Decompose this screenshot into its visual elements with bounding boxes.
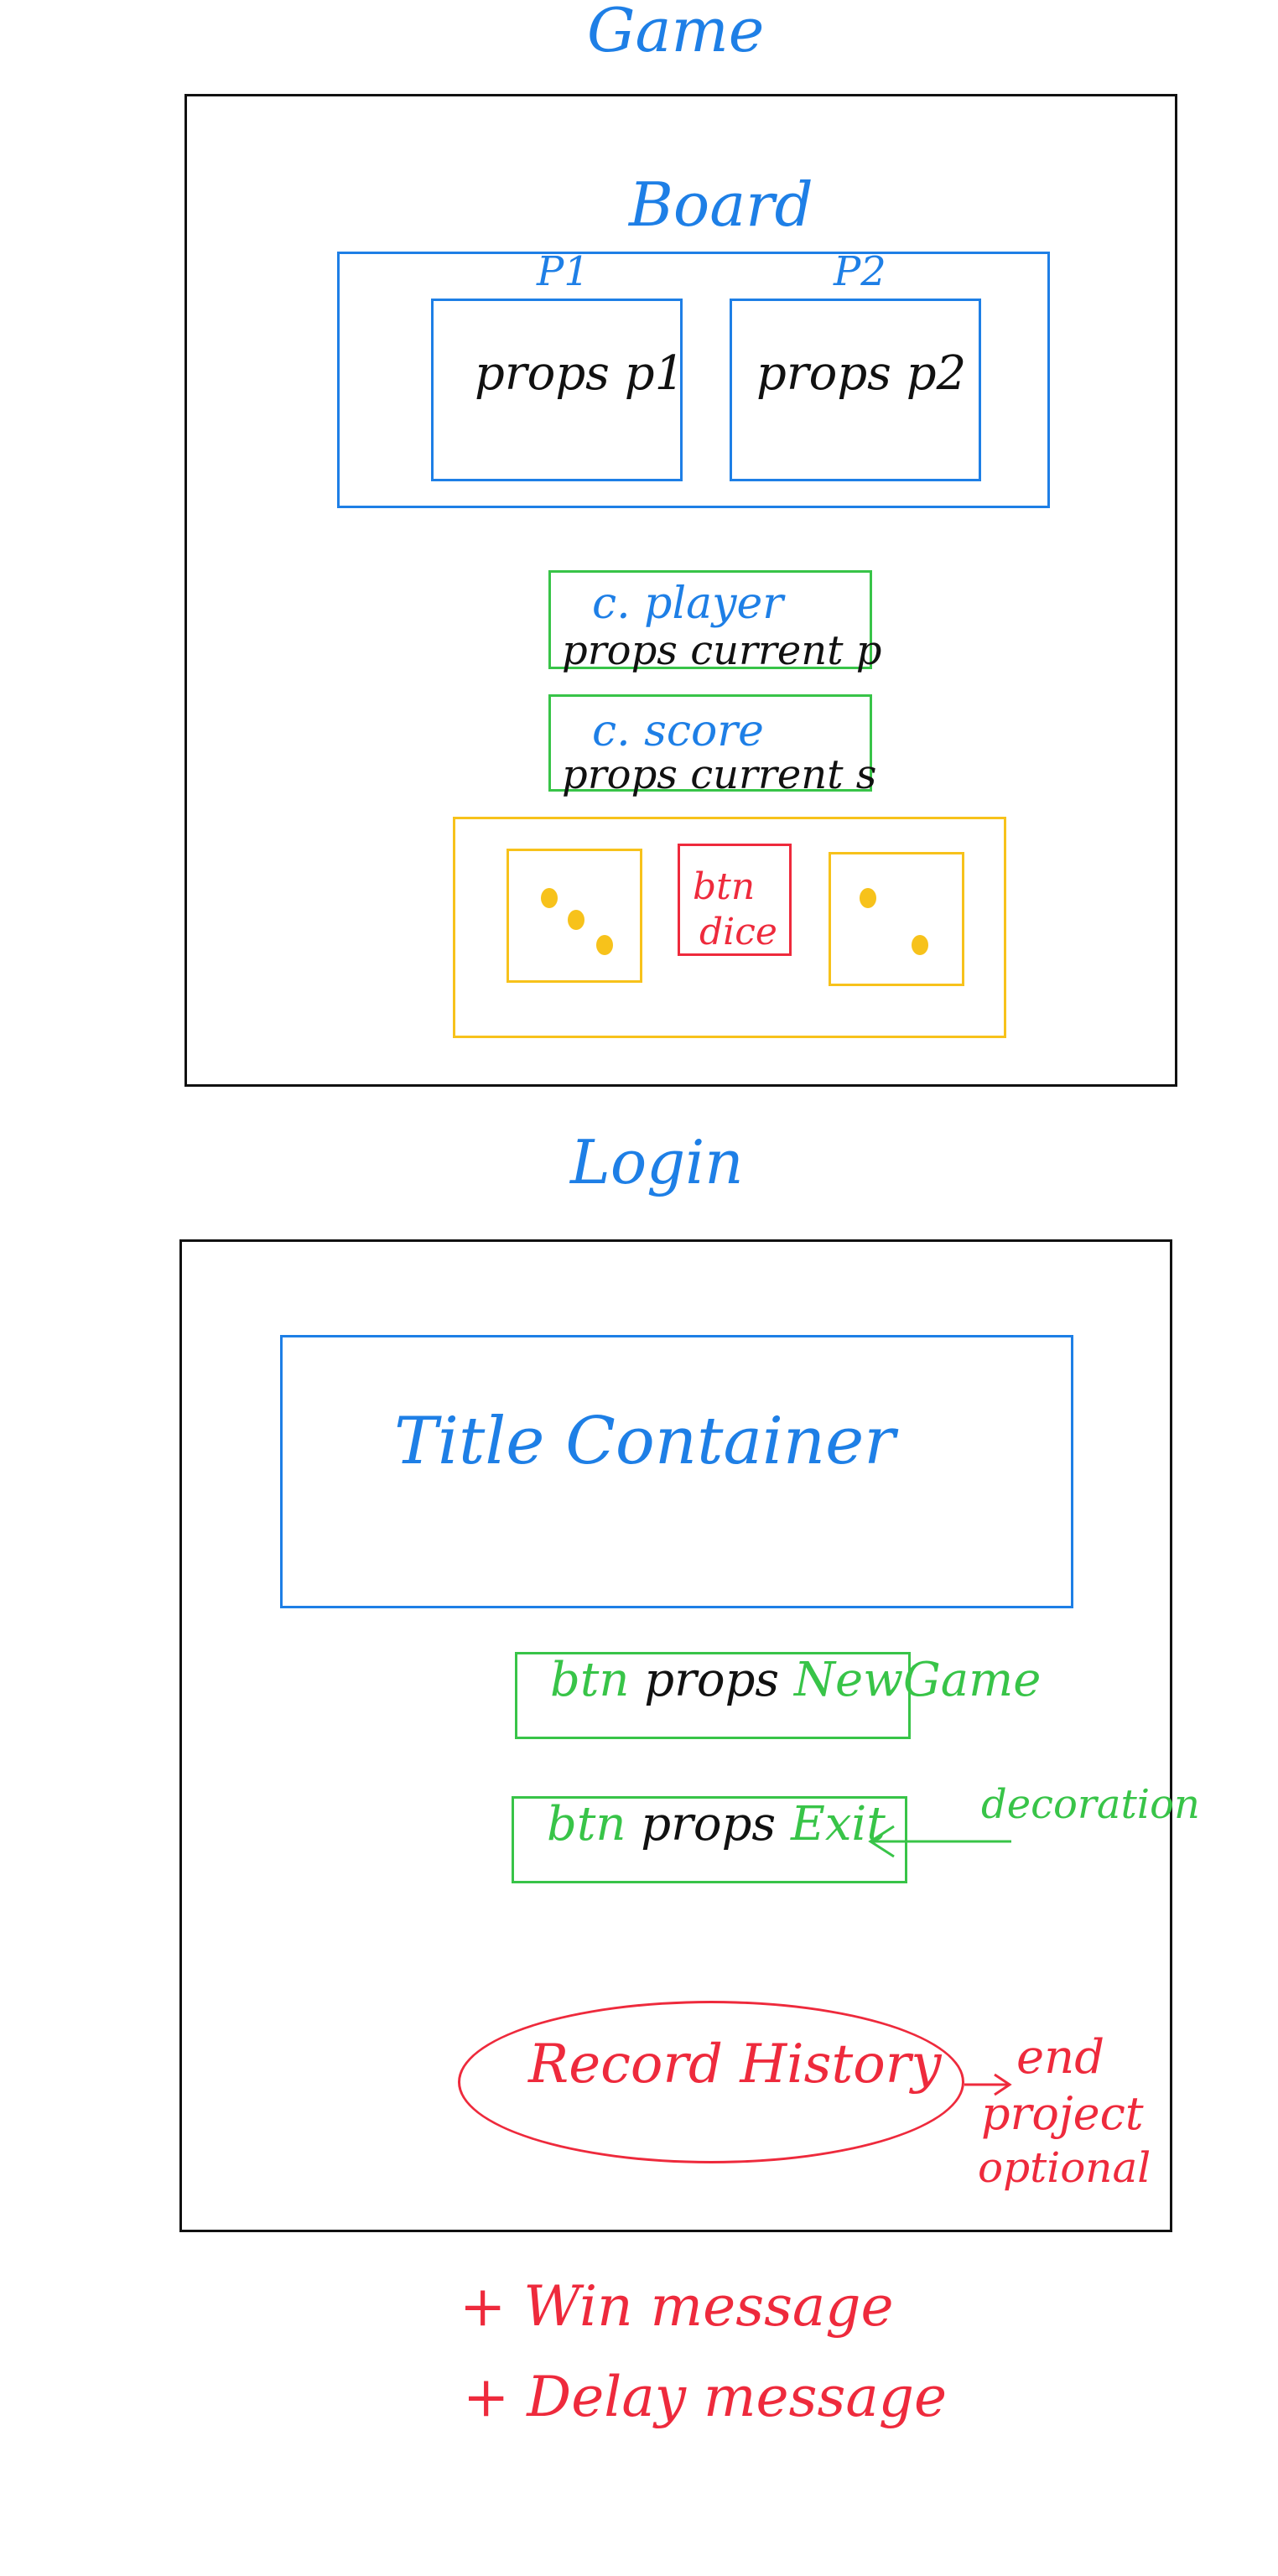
game-frame [184, 94, 1177, 1087]
exit-button-label: btn props Exit [547, 1801, 886, 1848]
current-player-title: c. player [592, 579, 784, 629]
player2-props: props p2 [756, 346, 967, 401]
end-note-line1: end [1016, 2030, 1105, 2085]
new-game-button[interactable] [515, 1652, 911, 1739]
title-container [280, 1335, 1073, 1608]
new-game-name: NewGame [793, 1653, 1042, 1707]
login-title: Login [570, 1127, 744, 1197]
player2-box [730, 299, 981, 481]
exit-name: Exit [790, 1797, 886, 1852]
login-frame [179, 1239, 1172, 2232]
new-game-btn-word: btn [550, 1653, 630, 1707]
decoration-label: decoration [981, 1781, 1200, 1828]
record-history-ellipse[interactable] [458, 2001, 964, 2163]
exit-props-word: props [641, 1797, 777, 1852]
die-right [829, 852, 964, 986]
board-container [337, 252, 1050, 508]
dice-button-line1: btn [693, 865, 756, 908]
current-score-title: c. score [592, 706, 764, 756]
current-score-box [548, 694, 872, 792]
player2-label: P2 [834, 248, 886, 295]
dice-area [453, 817, 1006, 1038]
player1-label: P1 [537, 248, 590, 295]
die-pip-icon [596, 935, 613, 955]
delay-message-note: + Delay message [463, 2365, 948, 2429]
end-note-line2: project [981, 2087, 1144, 2140]
title-container-label: Title Container [394, 1404, 896, 1479]
record-history-label: Record History [528, 2033, 942, 2096]
exit-button[interactable] [512, 1796, 907, 1883]
new-game-props-word: props [644, 1653, 780, 1707]
current-score-props: props current s [562, 751, 877, 798]
win-message-note: + Win message [460, 2274, 894, 2339]
die-left [507, 849, 642, 983]
exit-btn-word: btn [547, 1797, 626, 1852]
die-pip-icon [860, 888, 876, 908]
die-pip-icon [541, 888, 558, 908]
dice-button-line2: dice [699, 911, 777, 953]
die-pip-icon [912, 935, 928, 955]
game-title: Game [587, 0, 765, 65]
current-player-props: props current p [562, 627, 882, 674]
dice-button[interactable] [678, 844, 792, 956]
end-note-line3: optional [978, 2143, 1151, 2192]
current-player-box [548, 570, 872, 669]
player1-box [431, 299, 683, 481]
new-game-button-label: btn props NewGame [550, 1657, 1041, 1704]
die-pip-icon [568, 910, 584, 930]
player1-props: props p1 [475, 346, 685, 401]
board-title: Board [629, 169, 813, 240]
